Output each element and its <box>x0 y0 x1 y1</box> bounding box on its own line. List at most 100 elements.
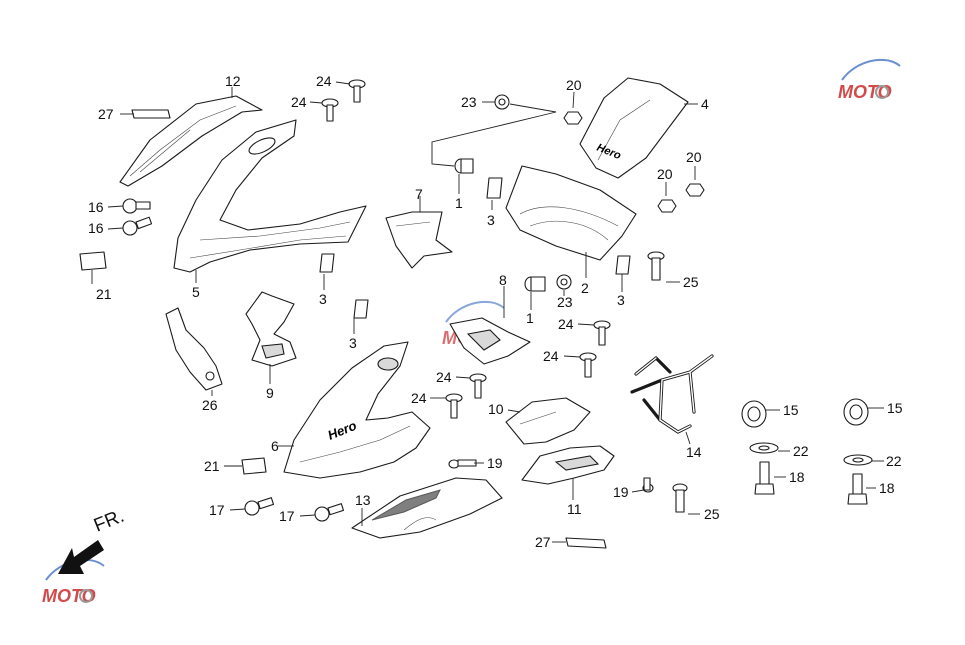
callout-25: 25 <box>704 506 720 522</box>
callout-24: 24 <box>316 73 332 89</box>
part-17-screw-2 <box>314 503 345 522</box>
callout-20: 20 <box>566 77 582 93</box>
part-16-screw-2 <box>122 216 153 236</box>
part-24-screw-mid-2 <box>579 352 597 378</box>
part-24-screw-mid-3 <box>469 373 487 399</box>
callout-13: 13 <box>355 492 371 508</box>
callout-3: 3 <box>349 335 357 351</box>
part-10-inner-lower <box>505 397 591 445</box>
callout-11: 11 <box>567 501 582 517</box>
callout-12: 12 <box>225 73 241 89</box>
part-1-grommet-mid <box>524 276 546 292</box>
callout-19: 19 <box>487 455 503 471</box>
part-20-nut-3 <box>657 199 677 213</box>
callout-24: 24 <box>291 94 307 110</box>
callout-1: 1 <box>526 310 534 326</box>
callout-19: 19 <box>613 484 629 500</box>
part-14-cowl-stay <box>630 354 714 434</box>
callout-7: 7 <box>415 186 423 202</box>
callout-16: 16 <box>88 220 104 236</box>
callout-4: 4 <box>701 96 709 112</box>
callout-2: 2 <box>581 280 589 296</box>
watermark-text: MOTO <box>42 586 96 606</box>
callout-27: 27 <box>98 106 114 122</box>
callout-14: 14 <box>686 444 702 460</box>
part-27-bracket-top <box>131 109 171 119</box>
callout-24: 24 <box>436 369 452 385</box>
part-23-washer-mid <box>556 274 572 290</box>
front-direction-arrow-icon <box>58 540 104 574</box>
callout-21: 21 <box>96 286 112 302</box>
callout-3: 3 <box>617 292 625 308</box>
callout-15: 15 <box>887 400 903 416</box>
part-7-inner-panel <box>385 211 453 269</box>
part-24-screw-mid-1 <box>593 320 611 346</box>
part-22-washer-2 <box>843 454 873 466</box>
part-19-screw-2 <box>642 477 654 493</box>
part-27-bracket-bottom <box>565 537 607 549</box>
callout-22: 22 <box>886 453 902 469</box>
callout-8: 8 <box>499 272 507 288</box>
part-20-nut-2 <box>685 183 705 197</box>
callout-labels: 12 27 24 24 16 16 21 5 23 20 4 20 20 7 1… <box>88 73 903 550</box>
callout-3: 3 <box>319 291 327 307</box>
part-15-rubber-grommet-2 <box>843 398 869 426</box>
part-1-grommet-top <box>454 158 474 174</box>
callout-24: 24 <box>543 348 559 364</box>
callout-9: 9 <box>266 385 274 401</box>
part-21-clip-left <box>79 251 107 271</box>
part-18-bolt-1 <box>754 461 775 495</box>
callout-3: 3 <box>487 212 495 228</box>
callout-15: 15 <box>783 402 799 418</box>
part-3-decal-4 <box>615 255 631 275</box>
watermark-top-right: MOTO <box>838 58 901 102</box>
callout-23: 23 <box>461 94 477 110</box>
part-3-decal-3 <box>353 299 369 319</box>
part-9-headlamp-bracket <box>245 291 297 367</box>
part-12-upper-trim <box>119 95 263 187</box>
leader-lines <box>91 81 884 543</box>
callout-26: 26 <box>202 397 218 413</box>
part-22-washer-1 <box>749 442 779 454</box>
callout-16: 16 <box>88 199 104 215</box>
part-8-inner-cover <box>449 317 531 365</box>
part-25-bolt-bottom <box>672 483 688 513</box>
callout-5: 5 <box>192 284 200 300</box>
part-16-screw-1 <box>122 198 151 214</box>
part-17-screw-1 <box>244 497 275 516</box>
callout-23: 23 <box>557 294 573 310</box>
part-26-bracket <box>165 307 223 391</box>
part-23-washer-top <box>494 94 510 110</box>
callout-6: 6 <box>271 438 279 454</box>
part-19-screw-1 <box>448 459 477 469</box>
callout-18: 18 <box>789 469 805 485</box>
callout-20: 20 <box>657 166 673 182</box>
callout-18: 18 <box>879 480 895 496</box>
part-5-front-cowl-upper <box>173 119 367 273</box>
part-3-decal-2 <box>319 253 335 273</box>
watermark-text: MOTO <box>838 82 892 102</box>
part-21-clip-lower <box>241 457 267 475</box>
part-2-front-panel <box>505 165 637 261</box>
part-25-bolt-top <box>647 251 665 281</box>
part-3-decal-1 <box>486 177 503 199</box>
callout-17: 17 <box>279 508 295 524</box>
front-direction-label: FR. <box>91 506 127 537</box>
callout-24: 24 <box>558 316 574 332</box>
part-24-screw-top-2 <box>321 98 339 122</box>
part-6-lower-cowl: Hero <box>283 341 431 479</box>
part-4-windscreen: Hero <box>579 77 689 179</box>
callout-20: 20 <box>686 149 702 165</box>
part-13-side-panel-decal <box>351 477 503 539</box>
callout-10: 10 <box>488 401 504 417</box>
part-11-under-cowl <box>521 445 615 485</box>
callout-22: 22 <box>793 443 809 459</box>
callout-24: 24 <box>411 390 427 406</box>
part-15-rubber-grommet-1 <box>741 400 767 428</box>
callout-17: 17 <box>209 502 225 518</box>
part-24-screw-top-1 <box>348 79 366 103</box>
part-18-bolt-2 <box>847 473 868 505</box>
callout-25: 25 <box>683 274 699 290</box>
part-20-nut-1 <box>563 111 583 125</box>
